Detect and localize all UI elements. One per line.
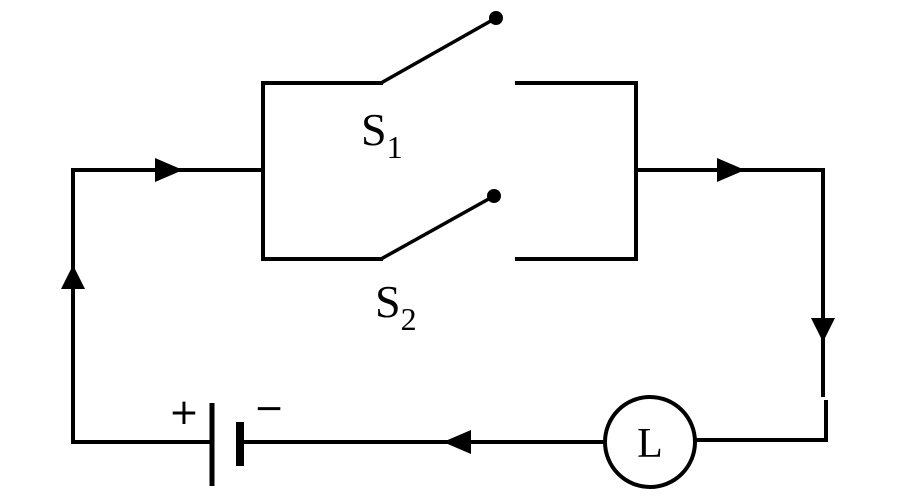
switch-s2-label-sub: 2 (401, 301, 417, 337)
switch-s2-blade (379, 194, 496, 261)
switch-s2-contact (487, 189, 501, 203)
switch-s1-label-main: S (361, 104, 387, 155)
current-arrow-up-icon (61, 265, 85, 289)
switch-s1-label: S1 (361, 104, 403, 165)
switch-s1-blade (379, 16, 498, 85)
switch-s2 (379, 189, 501, 261)
switch-s2-label-main: S (375, 276, 401, 327)
lamp-label: L (637, 421, 663, 467)
switch-s1 (379, 11, 503, 85)
switch-s1-label-sub: 1 (387, 129, 403, 165)
lamp-circle (603, 395, 697, 489)
battery-minus-sign: − (254, 388, 284, 429)
current-arrow-down-icon (811, 318, 835, 342)
battery-plus-sign: + (169, 392, 199, 433)
current-arrow-left-bottom-icon (443, 430, 471, 454)
switch-s2-label: S2 (375, 276, 417, 337)
battery: + − (169, 388, 284, 486)
current-arrow-right-top-right-icon (717, 158, 745, 182)
lamp: L (603, 395, 697, 489)
current-arrow-right-top-left-icon (155, 158, 183, 182)
switch-s1-contact (489, 11, 503, 25)
